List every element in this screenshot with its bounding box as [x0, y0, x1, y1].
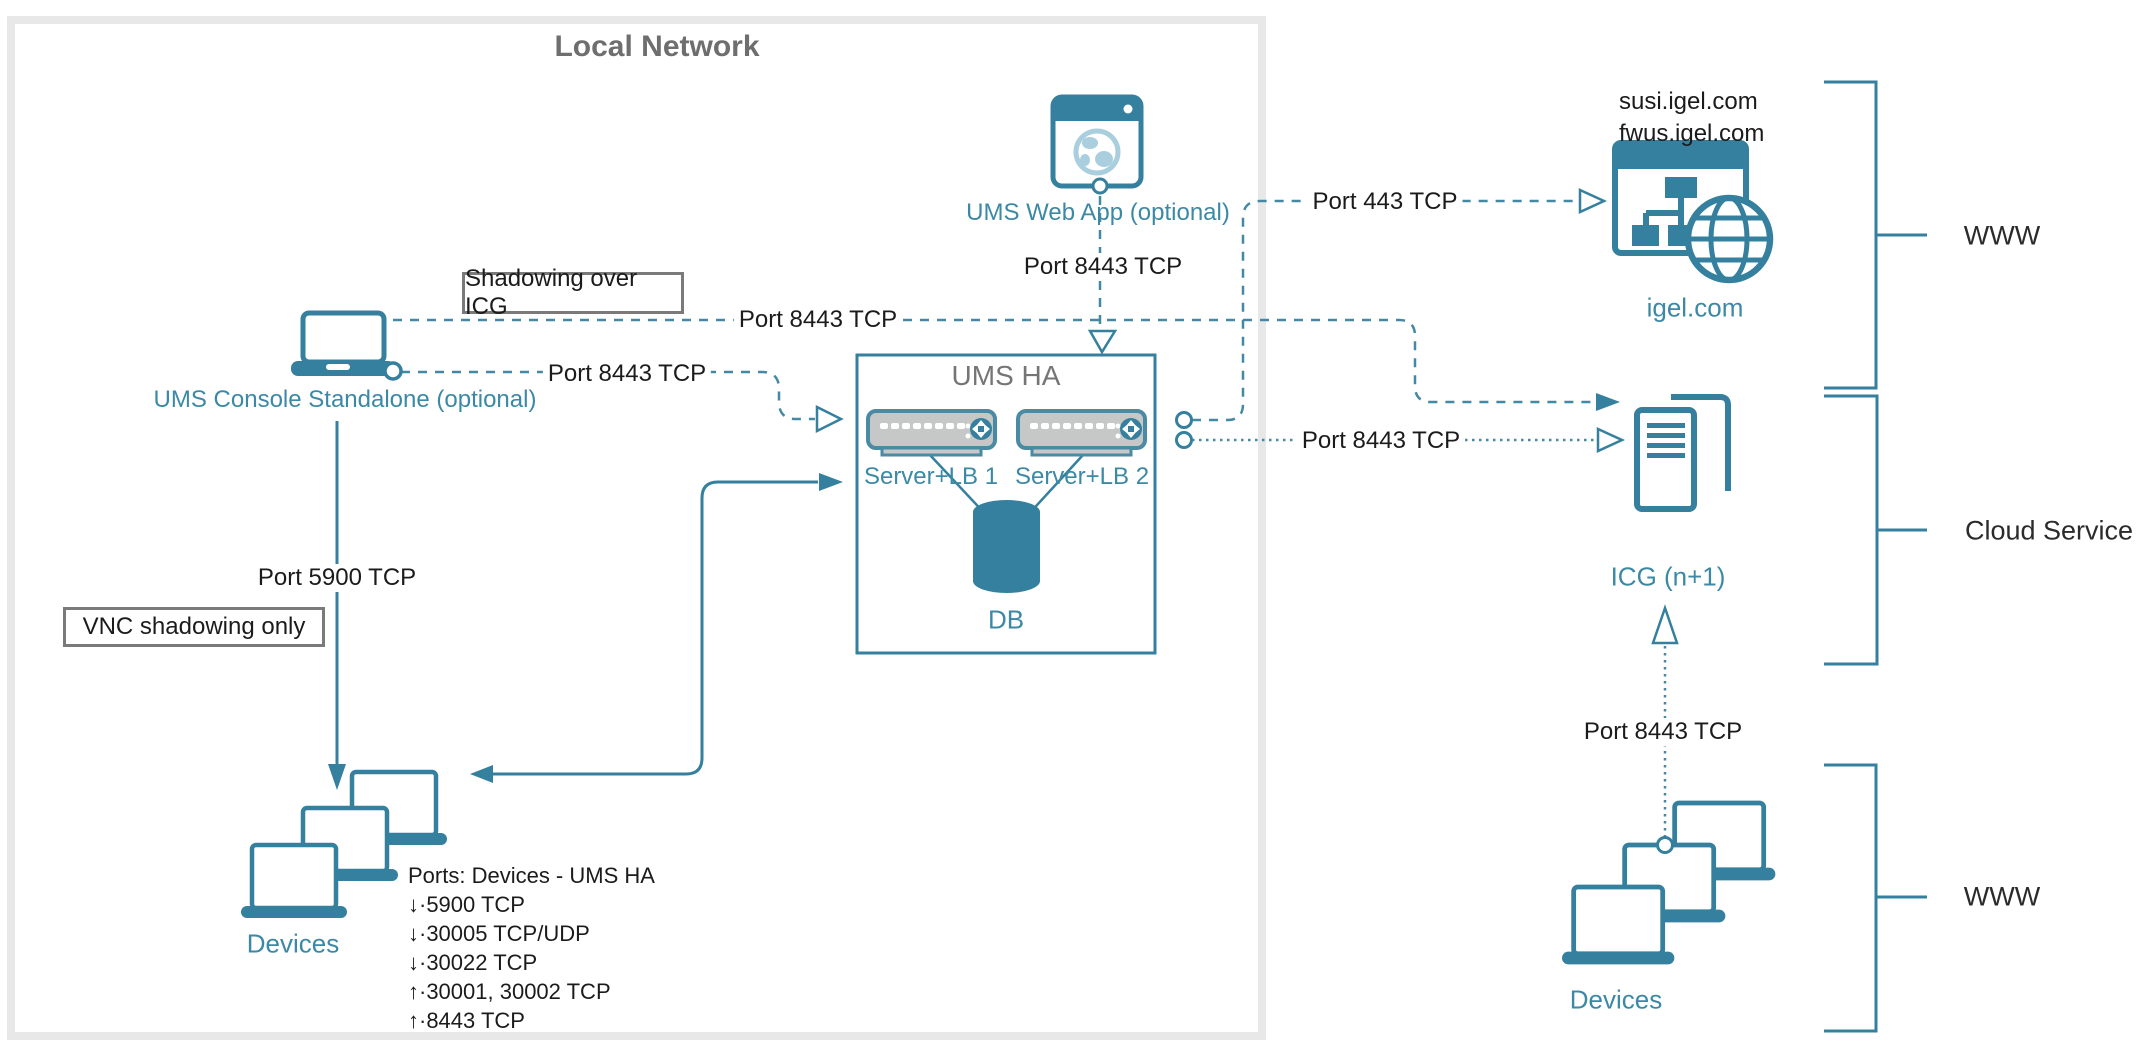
port-label-ums-igel: Port 443 TCP	[1307, 188, 1463, 216]
database-icon	[973, 500, 1040, 593]
ports-info-line: ↓·5900 TCP	[408, 892, 525, 917]
ports-info-list: Ports: Devices - UMS HA ↓·5900 TCP ↓·300…	[408, 861, 655, 1035]
arrowhead-into-umsha-right	[819, 473, 843, 491]
connection-umsha-to-igelcom	[1192, 199, 1578, 422]
ports-info-line: ↓·30022 TCP	[408, 950, 538, 975]
connection-console-to-umsha	[401, 370, 815, 421]
zone-bracket-www-top	[1824, 80, 1927, 390]
umsha-port-circle-top	[1175, 411, 1193, 429]
shadowing-over-icg-note: Shadowing over ICG	[462, 265, 684, 320]
connection-console-to-icg	[393, 318, 1596, 404]
port-label-devices-icg: Port 8443 TCP	[1578, 718, 1748, 746]
devices-www-label: Devices	[1569, 984, 1663, 1015]
arrowhead-into-icg-up	[1651, 604, 1679, 645]
local-network-title: Local Network	[554, 30, 760, 63]
wwwdevices-port-circle	[1656, 836, 1674, 854]
port-label-webapp-ums: Port 8443 TCP	[1018, 253, 1188, 281]
server-lb2-label: Server+LB 2	[1014, 463, 1150, 490]
server-lb1-icon	[866, 409, 997, 457]
ports-info-line: ↓·30005 TCP/UDP	[408, 921, 590, 946]
domain-susi: susi.igel.com	[1619, 88, 1758, 115]
arrowhead-into-umsha-open	[815, 404, 844, 434]
zone-label-www-bottom: WWW	[1963, 881, 2041, 912]
globe-icon	[1684, 194, 1774, 284]
arrowhead-into-icg-open	[1596, 427, 1626, 453]
arrowhead-into-icg-shadowing	[1596, 393, 1620, 411]
ums-web-app-label: UMS Web App (optional)	[966, 199, 1230, 226]
icg-label: ICG (n+1)	[1610, 561, 1726, 592]
db-label: DB	[987, 604, 1025, 635]
laptop-icon	[291, 310, 403, 381]
browser-globe-icon	[1050, 94, 1144, 195]
zone-bracket-www-bottom	[1824, 763, 1927, 1033]
zone-label-cloud-service: Cloud Service	[1964, 515, 2134, 546]
igel-domains: susi.igel.com fwus.igel.com	[1619, 86, 1764, 150]
devices-local-label: Devices	[246, 928, 340, 959]
ports-info-line: ↑·30001, 30002 TCP	[408, 979, 611, 1004]
server-tower-icon	[1634, 394, 1731, 512]
ums-ha-box	[855, 353, 1157, 655]
zone-bracket-cloud-service	[1824, 394, 1927, 666]
arrowhead-into-igelcom	[1578, 188, 1608, 214]
umsha-port-circle-bottom	[1175, 431, 1193, 449]
ums-ha-title: UMS HA	[951, 360, 1061, 391]
connection-devices-to-umsha	[478, 480, 818, 776]
arrowhead-into-devices-left	[470, 765, 493, 783]
port-label-console-ums: Port 8443 TCP	[542, 360, 712, 388]
domain-fwus: fwus.igel.com	[1619, 120, 1765, 147]
ports-info-line: Ports: Devices - UMS HA	[408, 863, 655, 888]
server-lb1-label: Server+LB 1	[863, 463, 999, 490]
local-network-boundary	[7, 16, 1266, 1040]
ports-info-line: ↑·8443 TCP	[408, 1008, 525, 1033]
ums-console-label: UMS Console Standalone (optional)	[153, 386, 537, 413]
zone-label-www-top: WWW	[1963, 220, 2041, 251]
server-lb2-icon	[1016, 409, 1147, 457]
website-globe-icon	[1612, 140, 1774, 284]
port-label-console-icg: Port 8443 TCP	[733, 306, 903, 334]
port-label-console-devices: Port 5900 TCP	[252, 564, 422, 592]
igel-com-label: igel.com	[1646, 292, 1744, 323]
arrowhead-into-umsha-down	[1087, 329, 1118, 355]
vnc-shadowing-note: VNC shadowing only	[63, 607, 325, 647]
port-label-ums-icg: Port 8443 TCP	[1296, 427, 1466, 455]
laptop-stack-icon-www	[1562, 803, 1775, 964]
arrowhead-into-devices-down	[328, 764, 346, 790]
